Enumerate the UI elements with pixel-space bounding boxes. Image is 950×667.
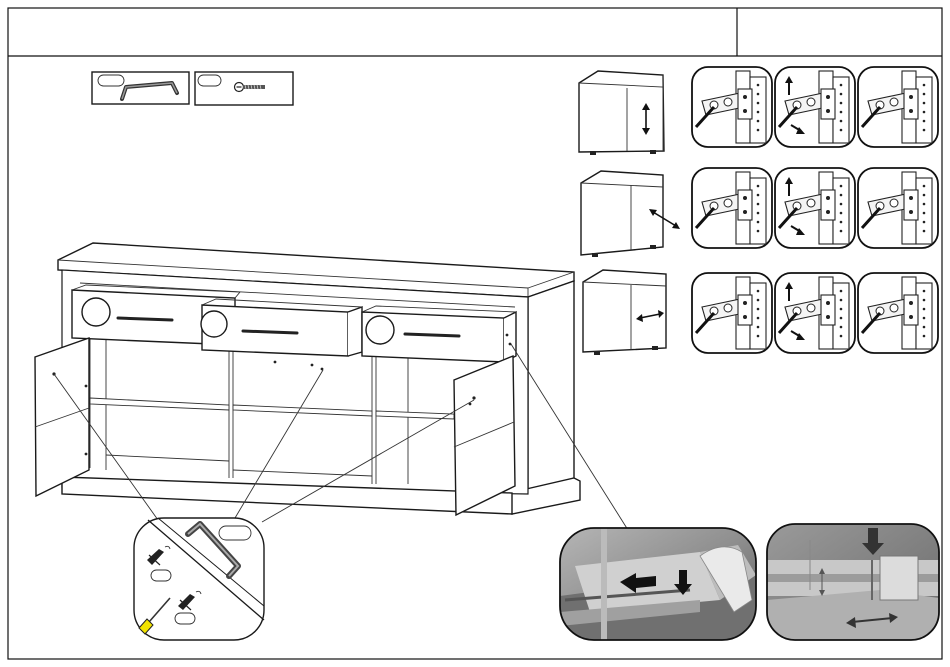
cabinet-view-depth bbox=[581, 171, 680, 257]
screw-icon bbox=[235, 83, 266, 92]
hinge-adjustment-grid bbox=[692, 67, 938, 353]
drawer-rail-photo bbox=[767, 524, 939, 640]
sideboard-drawing bbox=[35, 243, 580, 515]
drawer-removal-photo bbox=[560, 528, 756, 640]
cabinet-view-lateral bbox=[583, 270, 666, 355]
handle-mounting-detail bbox=[134, 518, 264, 640]
parts-box-handle bbox=[92, 72, 189, 104]
handle-icon bbox=[122, 83, 177, 99]
hinge-panel-1-2 bbox=[775, 67, 855, 147]
hinge-panel-2-2 bbox=[775, 168, 855, 248]
hinge-panel-1-3 bbox=[858, 67, 938, 147]
cabinet-view-vertical bbox=[579, 71, 664, 155]
hinge-panel-3-2 bbox=[775, 273, 855, 353]
hinge-panel-3-3 bbox=[858, 273, 938, 353]
hinge-panel-1-1 bbox=[692, 67, 772, 147]
hinge-panel-3-1 bbox=[692, 273, 772, 353]
hinge-panel-2-1 bbox=[692, 168, 772, 248]
hinge-panel-2-3 bbox=[858, 168, 938, 248]
parts-box-screw bbox=[195, 72, 293, 105]
